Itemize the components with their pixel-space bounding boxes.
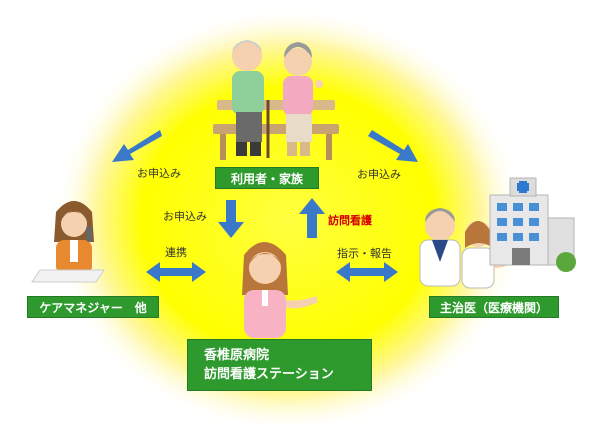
nurse-illustration (242, 242, 318, 338)
elderly-couple-illustration (213, 40, 339, 160)
doctors-illustration (419, 208, 516, 289)
node-station-line2: 訪問看護ステーション (204, 367, 334, 382)
label-instruction-report: 指示・報告 (337, 247, 392, 260)
label-apply-left: お申込み (137, 167, 181, 180)
arrow-up-nursing (299, 198, 325, 238)
node-care-manager-label: ケアマネジャー 他 (39, 300, 147, 315)
label-cooperation: 連携 (165, 246, 187, 259)
node-doctor-label: 主治医（医療機関） (439, 300, 548, 315)
care-manager-illustration (31, 201, 105, 283)
hospital-illustration (489, 177, 576, 272)
node-doctor: 主治医（医療機関） (429, 296, 559, 318)
node-care-manager: ケアマネジャー 他 (27, 296, 159, 318)
arrows (112, 130, 418, 282)
label-home-nursing: 訪問看護 (328, 214, 372, 227)
node-station-line1: 香椎原病院 (204, 348, 270, 363)
arrow-cooperation (146, 262, 206, 282)
node-user-family: 利用者・家族 (215, 167, 319, 189)
node-station: 香椎原病院 訪問看護ステーション (187, 339, 372, 391)
arrow-down-apply (218, 200, 244, 238)
arrow-family-to-care (112, 130, 162, 162)
label-apply-down: お申込み (163, 210, 207, 223)
glow-background (52, 6, 524, 424)
label-apply-right: お申込み (357, 168, 401, 181)
arrow-family-to-doctor (368, 130, 418, 162)
node-user-family-label: 利用者・家族 (230, 171, 303, 186)
arrow-instruction (336, 262, 398, 282)
